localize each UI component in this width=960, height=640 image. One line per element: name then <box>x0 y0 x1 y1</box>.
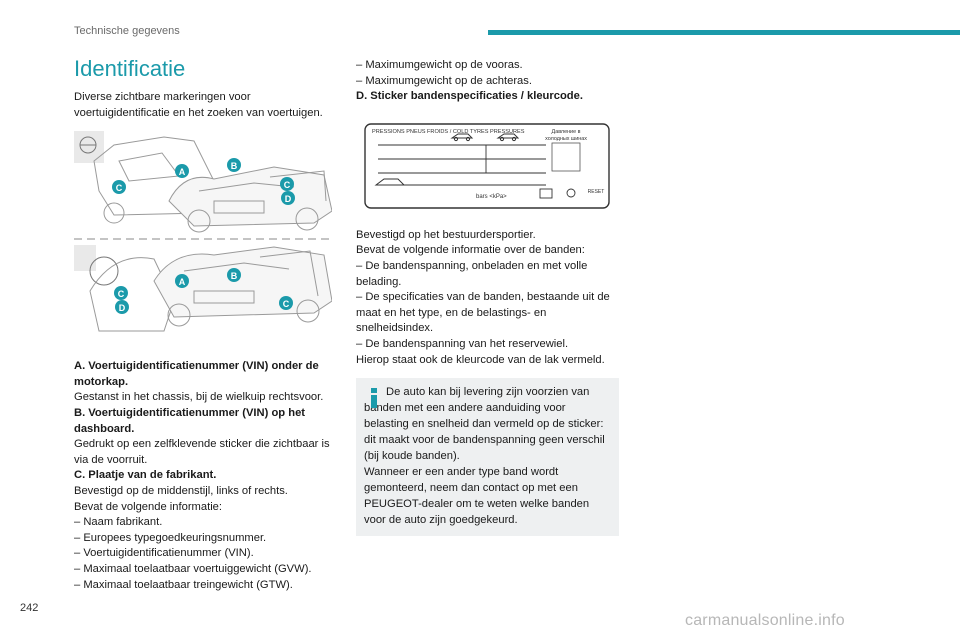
list-item: – Maximumgewicht op de vooras. <box>356 59 523 71</box>
marker-d-top: D <box>285 194 292 204</box>
left-column: Identificatie Diverse zichtbare markerin… <box>74 56 344 593</box>
header-accent-bar <box>488 30 960 35</box>
list-item: – Naam fabrikant. <box>74 516 163 529</box>
list-item: – De bandenspanning, onbeladen en met vo… <box>356 259 588 288</box>
list-item: – De specificaties van de banden, bestaa… <box>356 291 610 335</box>
list-item: – De bandenspanning van het reservewiel. <box>356 337 569 350</box>
sticker-ru-line1: Давление в <box>552 129 581 135</box>
list-item: – Maximumgewicht op de achteras. <box>356 74 532 87</box>
page-title: Identificatie <box>74 56 186 81</box>
section-header: Technische gegevens <box>74 25 180 37</box>
vehicle-illustrations: A B C C D A B C D C <box>74 131 344 351</box>
markers-bottom: A B C D C <box>114 268 293 315</box>
sticker-info-intro: Bevat de volgende informatie over de ban… <box>356 244 585 257</box>
info-note-box: De auto kan bij levering zijn voorzien v… <box>356 378 619 537</box>
legend-b-title: B. Voertuigidentificatienummer (VIN) op … <box>74 406 306 435</box>
tyre-sticker: PRESSIONS PNEUS FROIDS / COLD TYRES PRES… <box>364 123 610 209</box>
note-paragraph-2: Wanneer er een ander type band wordt gem… <box>364 466 590 527</box>
right-column: – Maximumgewicht op de vooras. – Maximum… <box>356 58 624 537</box>
tyre-sticker-illustration: PRESSIONS PNEUS FROIDS / COLD TYRES PRES… <box>364 123 624 214</box>
book-icon <box>539 188 553 199</box>
list-item: – Europees typegoedkeuringsnummer. <box>74 531 267 544</box>
legend-c-info: Bevat de volgende informatie: <box>74 500 223 513</box>
sticker-reset: RESET <box>588 189 605 195</box>
marker-c-bottom-left: C <box>118 289 125 299</box>
legend-c-title: C. Plaatje van de fabrikant. <box>74 469 217 482</box>
car-pictograms <box>450 133 520 141</box>
marker-b-bottom: B <box>231 271 238 281</box>
list-item: – Voertuigidentificatienummer (VIN). <box>74 547 254 560</box>
legend-a-title: A. Voertuigidentificatienummer (VIN) ond… <box>74 360 319 388</box>
list-item: – Maximaal toelaatbaar voertuiggewicht (… <box>74 562 312 575</box>
marker-a-top: A <box>179 167 186 177</box>
marker-c-top-right: C <box>284 180 291 190</box>
marker-a-bottom: A <box>179 277 186 287</box>
sticker-units: bars <kPa> <box>476 194 507 200</box>
paint-code-note: Hierop staat ook de kleurcode van de lak… <box>356 353 605 366</box>
spare-wheel-icon <box>374 178 406 186</box>
note-paragraph-1: De auto kan bij levering zijn voorzien v… <box>364 386 605 463</box>
legend-list: A. Voertuigidentificatienummer (VIN) ond… <box>74 359 344 593</box>
vehicle-bottom <box>74 245 333 332</box>
legend-c-desc: Bevestigd op de middenstijl, links of re… <box>74 484 288 497</box>
legend-b-desc: Gedrukt op een zelfklevende sticker die … <box>74 438 330 466</box>
vehicle-diagram: A B C C D A B C D C <box>74 131 333 332</box>
tyre-warning-icon <box>566 188 576 198</box>
list-item: – Maximaal toelaatbaar treingewicht (GTW… <box>74 578 293 591</box>
watermark: carmanualsonline.info <box>685 612 845 629</box>
intro-text: Diverse zichtbare markeringen voor voert… <box>74 91 323 119</box>
marker-d-bottom: D <box>119 303 126 313</box>
marker-c-top-left: C <box>116 183 123 193</box>
info-icon <box>371 388 377 409</box>
sticker-ru-line2: холодных шинах <box>545 136 587 142</box>
marker-c-bottom-right: C <box>283 299 290 309</box>
sticker-location: Bevestigd op het bestuurdersportier. <box>356 228 536 241</box>
markers-top: A B C C D <box>112 158 295 206</box>
marker-b-top: B <box>231 161 238 171</box>
legend-d-title: D. Sticker bandenspecificaties / kleurco… <box>356 90 583 103</box>
page-number: 242 <box>20 602 39 614</box>
legend-a-desc: Gestanst in het chassis, bij de wielkuip… <box>74 391 324 404</box>
sticker-heading: PRESSIONS PNEUS FROIDS / COLD TYRES PRES… <box>372 129 525 135</box>
